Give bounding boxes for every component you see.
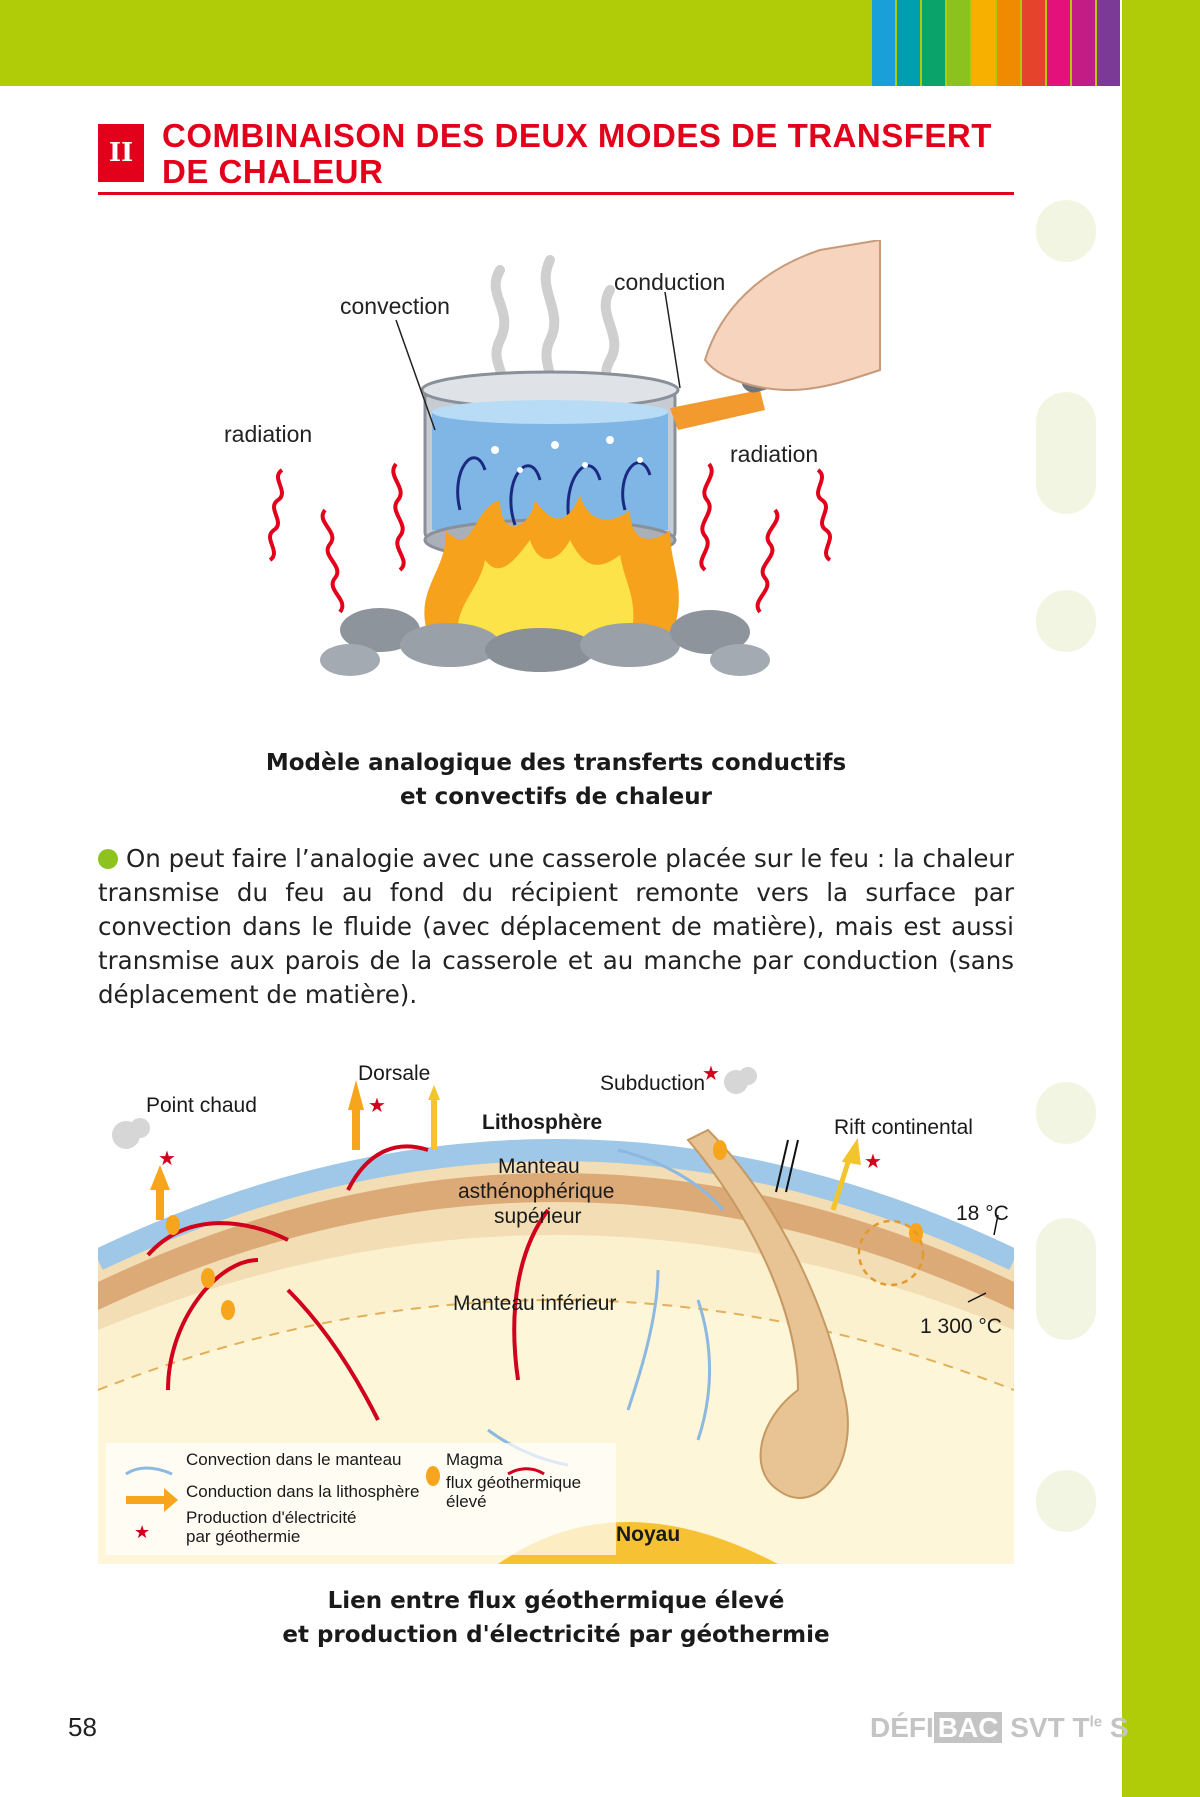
legend-convection: Convection dans le manteau	[186, 1450, 401, 1469]
label-dorsale: Dorsale	[358, 1062, 430, 1085]
label-convection: convection	[340, 293, 450, 319]
legend-production-1: Production d'électricité	[186, 1508, 357, 1527]
label-subduction: Subduction	[600, 1072, 705, 1095]
label-temp-base: 1 300 °C	[920, 1315, 1002, 1338]
label-rift: Rift continental	[834, 1116, 973, 1139]
legend-flux-1: flux géothermique	[446, 1473, 581, 1492]
label-manteau-sup-1: Manteau	[498, 1155, 580, 1178]
right-band	[1122, 0, 1200, 1797]
label-noyau: Noyau	[616, 1523, 680, 1546]
body-paragraph: On peut faire l’analogie avec une casser…	[98, 844, 1014, 1009]
label-radiation-left: radiation	[224, 421, 312, 447]
label-lithosphere: Lithosphère	[482, 1111, 602, 1134]
binder-hole	[1036, 1218, 1096, 1340]
binder-hole	[1036, 392, 1096, 514]
section-title: COMBINAISON DES DEUX MODES DE TRANSFERT …	[162, 117, 992, 190]
svg-text:★: ★	[368, 1093, 386, 1117]
legend-flux-2: élevé	[446, 1492, 487, 1511]
color-tabs	[872, 0, 1122, 86]
label-manteau-sup-2: asthénophérique	[458, 1180, 614, 1203]
binder-hole	[1036, 200, 1096, 262]
svg-text:★: ★	[134, 1522, 150, 1543]
svg-text:★: ★	[864, 1149, 882, 1173]
label-manteau-inf: Manteau inférieur	[453, 1292, 616, 1315]
binder-hole	[1036, 1470, 1096, 1532]
label-radiation-right: radiation	[730, 441, 818, 467]
label-conduction: conduction	[614, 269, 725, 295]
title-rule	[98, 192, 1014, 195]
label-point-chaud: Point chaud	[146, 1094, 257, 1117]
figure1-caption: Modèle analogique des transferts conduct…	[265, 750, 847, 810]
page-number: 58	[68, 1712, 97, 1742]
label-manteau-sup-3: supérieur	[494, 1205, 582, 1228]
legend-magma: Magma	[446, 1450, 503, 1469]
legend-production-2: par géothermie	[186, 1527, 300, 1546]
geothermal-figure: ★ ★ ★ ★ ★ Point chaud Dorsale Subduction…	[98, 1060, 1014, 1564]
saucepan-figure: convection conduction radiation radiatio…	[224, 240, 881, 676]
label-temp-surface: 18 °C	[956, 1202, 1009, 1225]
legend-conduction: Conduction dans la lithosphère	[186, 1482, 419, 1501]
binder-hole	[1036, 590, 1096, 652]
svg-text:★: ★	[158, 1146, 176, 1170]
bullet-icon	[98, 849, 118, 869]
svg-text:★: ★	[702, 1061, 720, 1085]
figure2-caption: Lien entre flux géothermique élevé et pr…	[282, 1588, 830, 1648]
section-number: II	[98, 124, 144, 182]
binder-hole	[1036, 1082, 1096, 1144]
